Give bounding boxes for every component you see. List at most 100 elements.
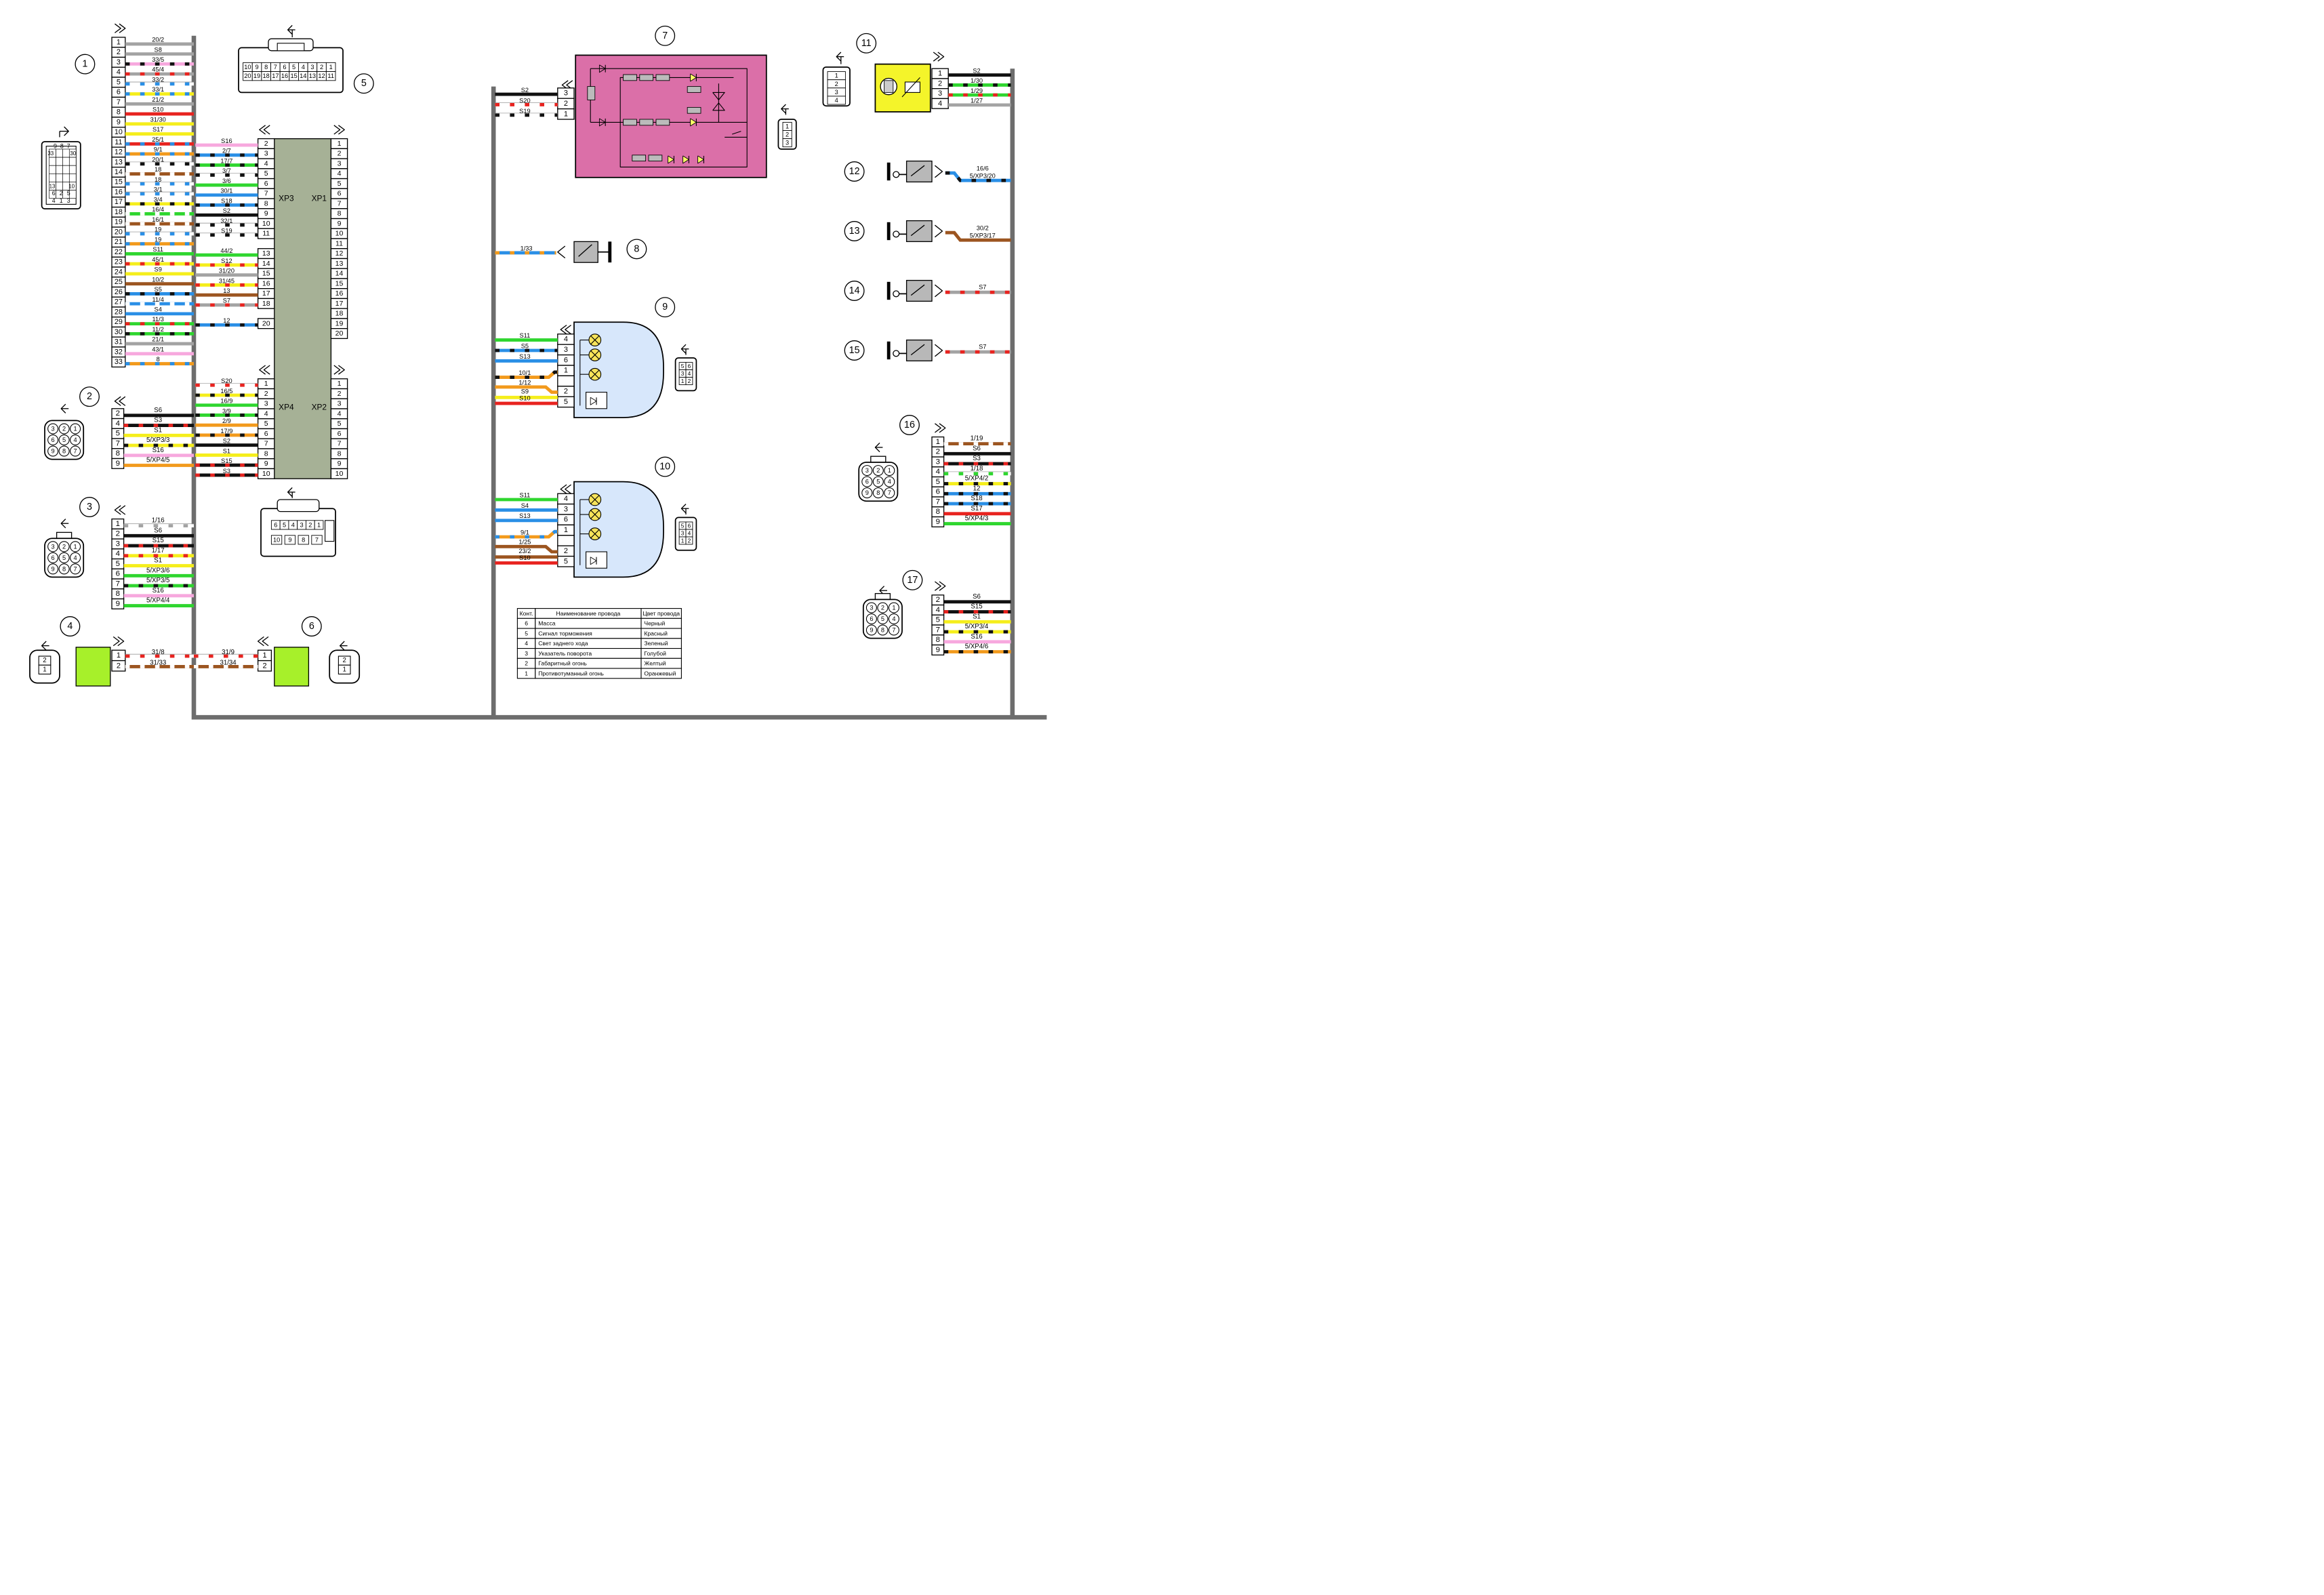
face6-pin-label: 5 [681,363,685,369]
c4-pin-label: 2 [117,662,121,670]
switch-pivot-icon [893,290,900,298]
c7-diode [598,64,606,73]
xp1-pin [330,328,348,340]
c1-face-cell [62,165,70,174]
c16-pin [931,516,945,527]
c17-pin-label: 8 [936,636,940,644]
number-label: 13 [849,226,860,237]
c1-wire-label: 16/1 [152,216,164,223]
xp2-face-pin [314,520,324,530]
c16-pin-label: 6 [936,488,940,496]
c9-pin-label: 1 [564,367,568,375]
face-pin [58,445,70,457]
legend-text: Противотуманный огонь [538,670,604,677]
c2-pin-label: 9 [116,460,120,468]
legend-text: 1 [525,670,528,677]
chevron-icon [259,125,266,135]
c1-wire-label: 20/1 [152,156,164,163]
c3-pin-label: 9 [116,600,120,608]
xp2-pin-label: 9 [338,460,342,468]
c1-wire-label: 8 [157,356,160,363]
xp3-pin-label: 18 [262,300,270,308]
c1-pin-label: 9 [117,118,121,126]
c9-wire-label: S5 [521,342,529,349]
c1-face-cell [62,173,70,182]
number-circle [844,281,865,301]
c17-pin-label: 5 [936,616,940,624]
face6-pin-label: 6 [688,363,691,369]
c4-face-label: 1 [43,666,46,673]
c16-wire-label: 5/XP4/2 [965,475,988,483]
c6-face-label: 1 [343,666,346,673]
c5-latch-inner [277,43,305,52]
number-label: 9 [662,302,668,312]
block-label-xp3: XP3 [279,194,294,203]
c4-wire-label: 31/33 [150,659,166,666]
face-pin [70,445,81,457]
xp2-pin-label: 7 [338,440,342,448]
connector-symbol-icon [287,24,293,35]
chevron-icon [333,125,341,135]
switch-body [905,279,933,302]
c5-face-label: 19 [253,73,260,79]
c7-resistor [623,119,637,126]
switch-contact [910,165,925,177]
c10-wire [495,544,558,554]
legend-text: 6 [525,620,528,627]
xp2-pin [330,468,348,479]
c7-diode [697,155,704,164]
c2-wire-label: 5/XP3/3 [146,437,169,444]
face-pin [47,541,59,552]
legend-text: Голубой [644,650,666,657]
xp3-wire-label: 30/1 [220,188,232,195]
chevron-icon [560,325,567,335]
c3-pin-label: 7 [116,580,120,588]
c6-wire-label: 31/9 [222,649,235,656]
face-pin [70,541,81,552]
chevron-icon [262,636,269,647]
c7-diode [682,155,689,164]
c7-diode [590,397,597,405]
c1-face-cell [49,157,56,166]
xp3-wire-label: S19 [221,228,232,235]
c1-pin-label: 11 [115,138,122,146]
xp2-face-pin [270,535,283,545]
c3-wire-label: S6 [154,527,162,534]
c5-face-label: 13 [309,73,316,79]
chevron-icon [114,505,121,515]
c1-face-label: 9 [54,143,57,150]
face-pin-label: 4 [74,554,77,561]
c1-pin-label: 28 [115,308,123,316]
xp4-wire-label: S15 [221,458,232,464]
c1-face-label: 8 [60,143,64,150]
c16-pin-label: 5 [936,478,940,486]
connector-symbol-icon [339,641,345,651]
face-pin [47,563,59,575]
c10-wire-label: 23/2 [518,548,531,554]
c1-face-cell [68,173,77,182]
xp2-face-label: 7 [315,536,319,543]
face-pin-label: 5 [881,615,884,622]
c1-pin-label: 4 [117,68,121,77]
xp4-pin-label: 7 [264,440,268,448]
face-pin [865,613,877,625]
xp3-wire-label: S2 [223,207,230,214]
chevron-icon [115,23,121,33]
xp1-pin-label: 12 [335,249,344,258]
c1-wire-label: 10/2 [152,276,164,283]
c5-face-label: 15 [290,73,297,79]
xp3-wire-label: 12 [223,317,230,324]
number-circle [79,497,100,517]
c1-wire-label: 16/4 [152,206,164,213]
switch-wire-label: S7 [979,344,986,350]
face-pin [888,613,899,625]
c11-face-label: 3 [835,89,838,96]
face-pin-label: 7 [892,627,895,634]
xp3-wire-label: 3/7 [222,167,231,174]
xp4-wire-label: 16/5 [220,388,232,395]
c1-face-cell [49,173,56,182]
face6-pin-label: 3 [681,370,685,377]
face-pin-label: 5 [62,554,66,561]
